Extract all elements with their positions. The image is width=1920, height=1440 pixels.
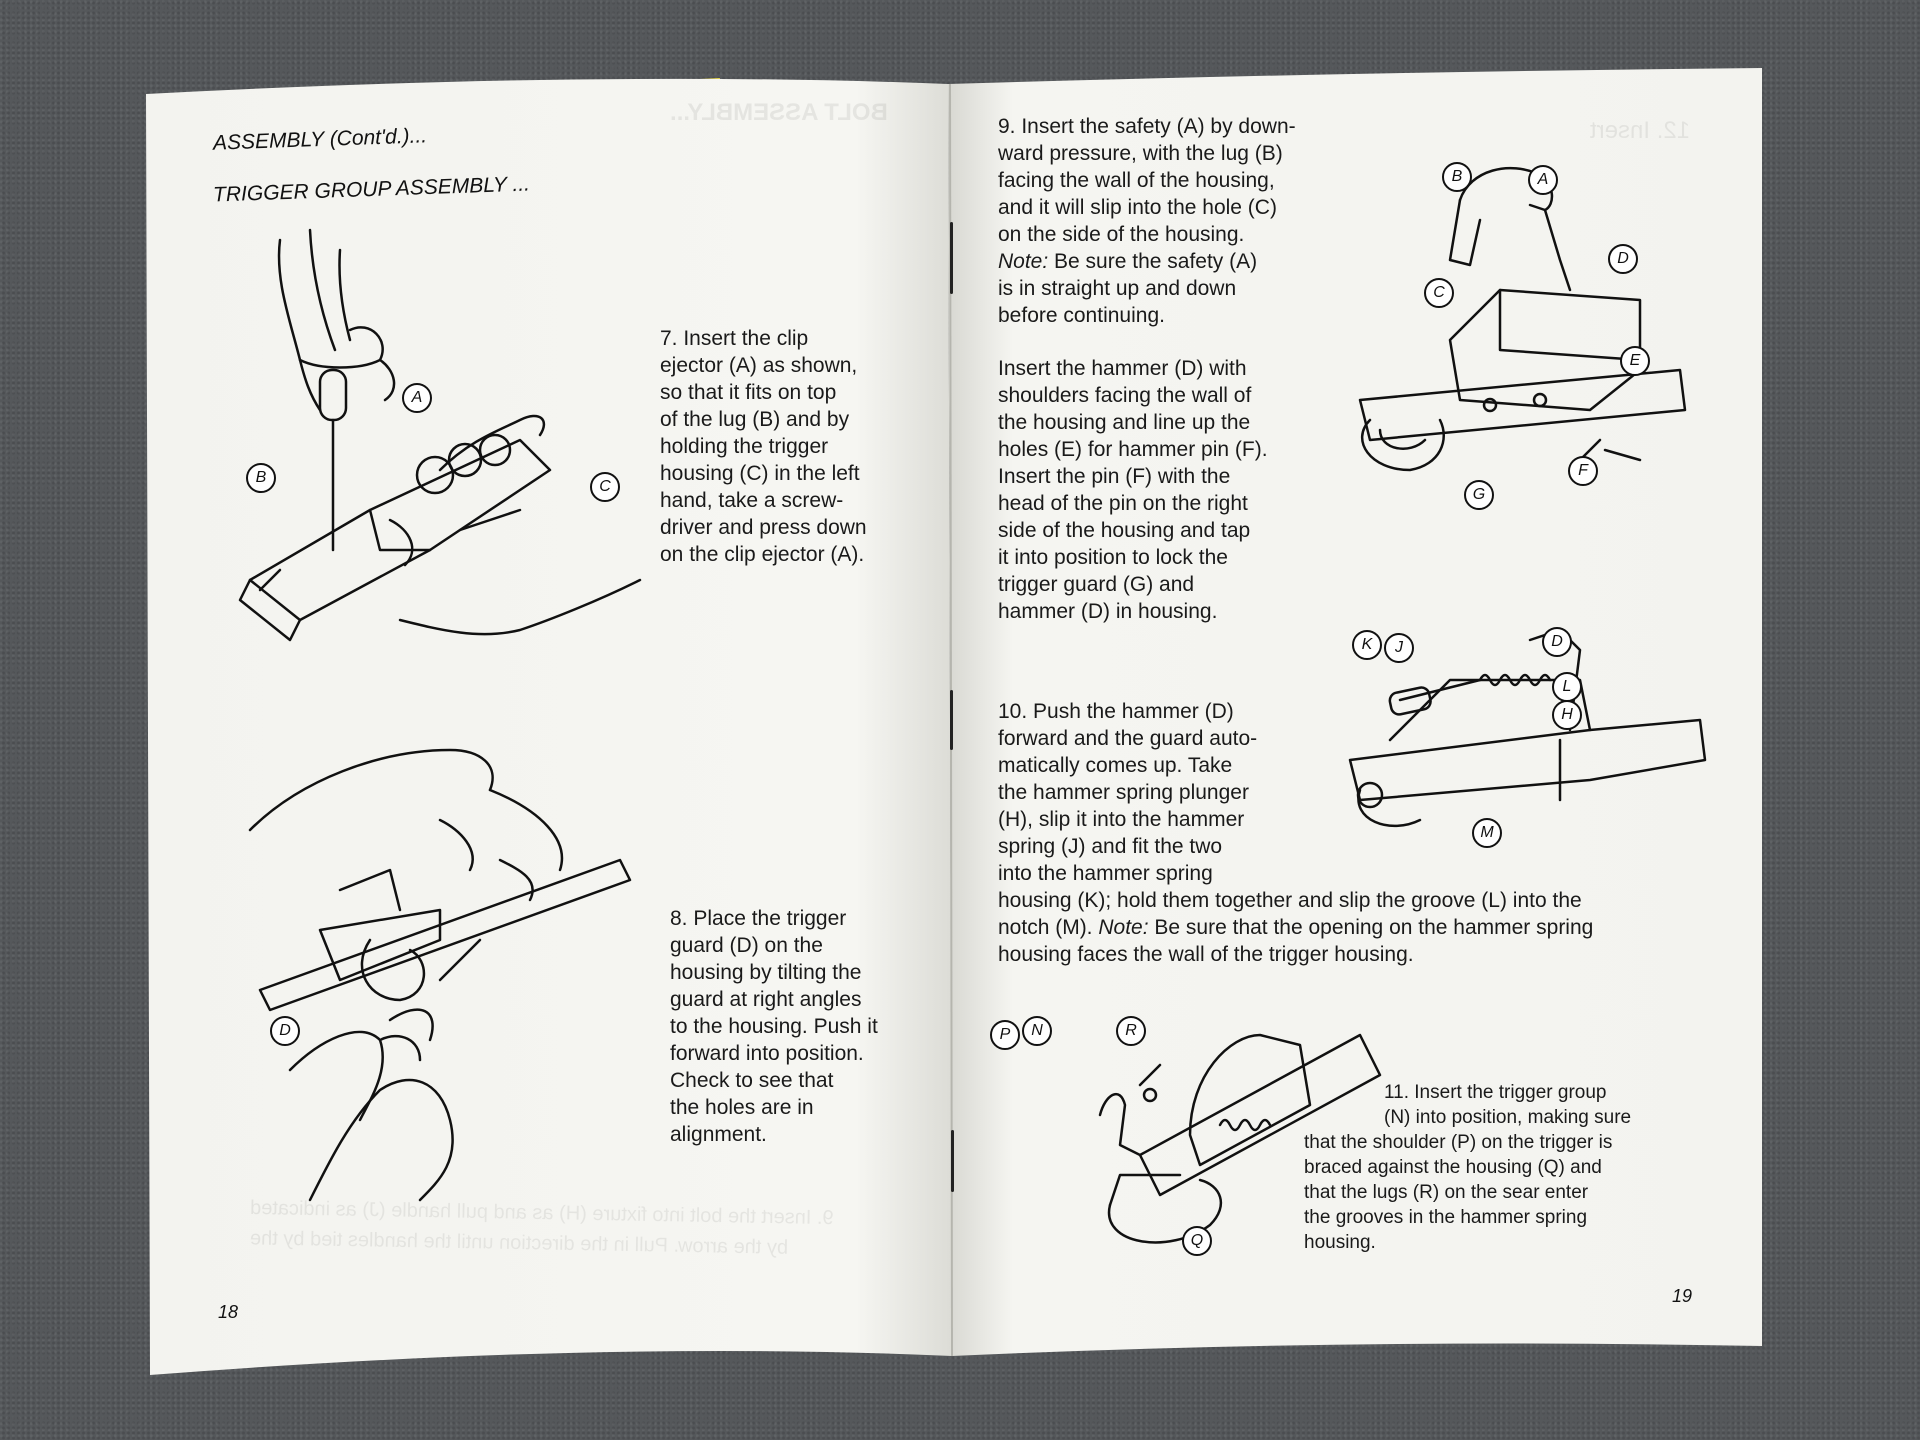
- page-number: 19: [1672, 1286, 1693, 1306]
- callout-C: C: [590, 472, 620, 502]
- callout-D: D: [1542, 627, 1572, 657]
- callout-B: B: [246, 463, 276, 493]
- callout-P: P: [990, 1020, 1020, 1050]
- callout-H: H: [1552, 700, 1582, 730]
- page-number: 18: [218, 1302, 239, 1322]
- left-page: [146, 78, 952, 1376]
- callout-A: A: [402, 383, 432, 413]
- callout-A: A: [1528, 165, 1558, 195]
- right-page: [948, 68, 1762, 1356]
- step-10-text: 10. Push the hammer (D)forward and the g…: [998, 700, 1594, 966]
- callout-J: J: [1384, 633, 1414, 663]
- illustration-clip-ejector: [220, 220, 642, 660]
- callout-Q: Q: [1182, 1226, 1212, 1256]
- callout-L: L: [1552, 672, 1582, 702]
- callout-D: D: [1608, 244, 1638, 274]
- callout-E: E: [1620, 346, 1650, 376]
- callout-K: K: [1352, 630, 1382, 660]
- callout-D: D: [270, 1016, 300, 1046]
- callout-F: F: [1568, 456, 1598, 486]
- binding-stitch: [951, 1130, 954, 1192]
- illustration-safety-hammer: [1340, 150, 1710, 490]
- binding-stitch: [950, 222, 953, 294]
- step-11-text: 11. Insert the trigger group (N) into po…: [1304, 1082, 1632, 1253]
- step-9-text: 9. Insert the safety (A) by down-ward pr…: [998, 115, 1296, 327]
- callout-G: G: [1464, 480, 1494, 510]
- callout-R: R: [1116, 1016, 1146, 1046]
- show-through-title-left: BOLT ASSEMBLY...: [670, 99, 888, 126]
- callout-N: N: [1022, 1016, 1052, 1046]
- illustration-trigger-guard: [240, 740, 660, 1202]
- show-through-title-right: 12. Insert: [1590, 117, 1691, 144]
- callout-B: B: [1442, 162, 1472, 192]
- callout-C: C: [1424, 278, 1454, 308]
- callout-M: M: [1472, 818, 1502, 848]
- binding-stitch: [950, 690, 953, 750]
